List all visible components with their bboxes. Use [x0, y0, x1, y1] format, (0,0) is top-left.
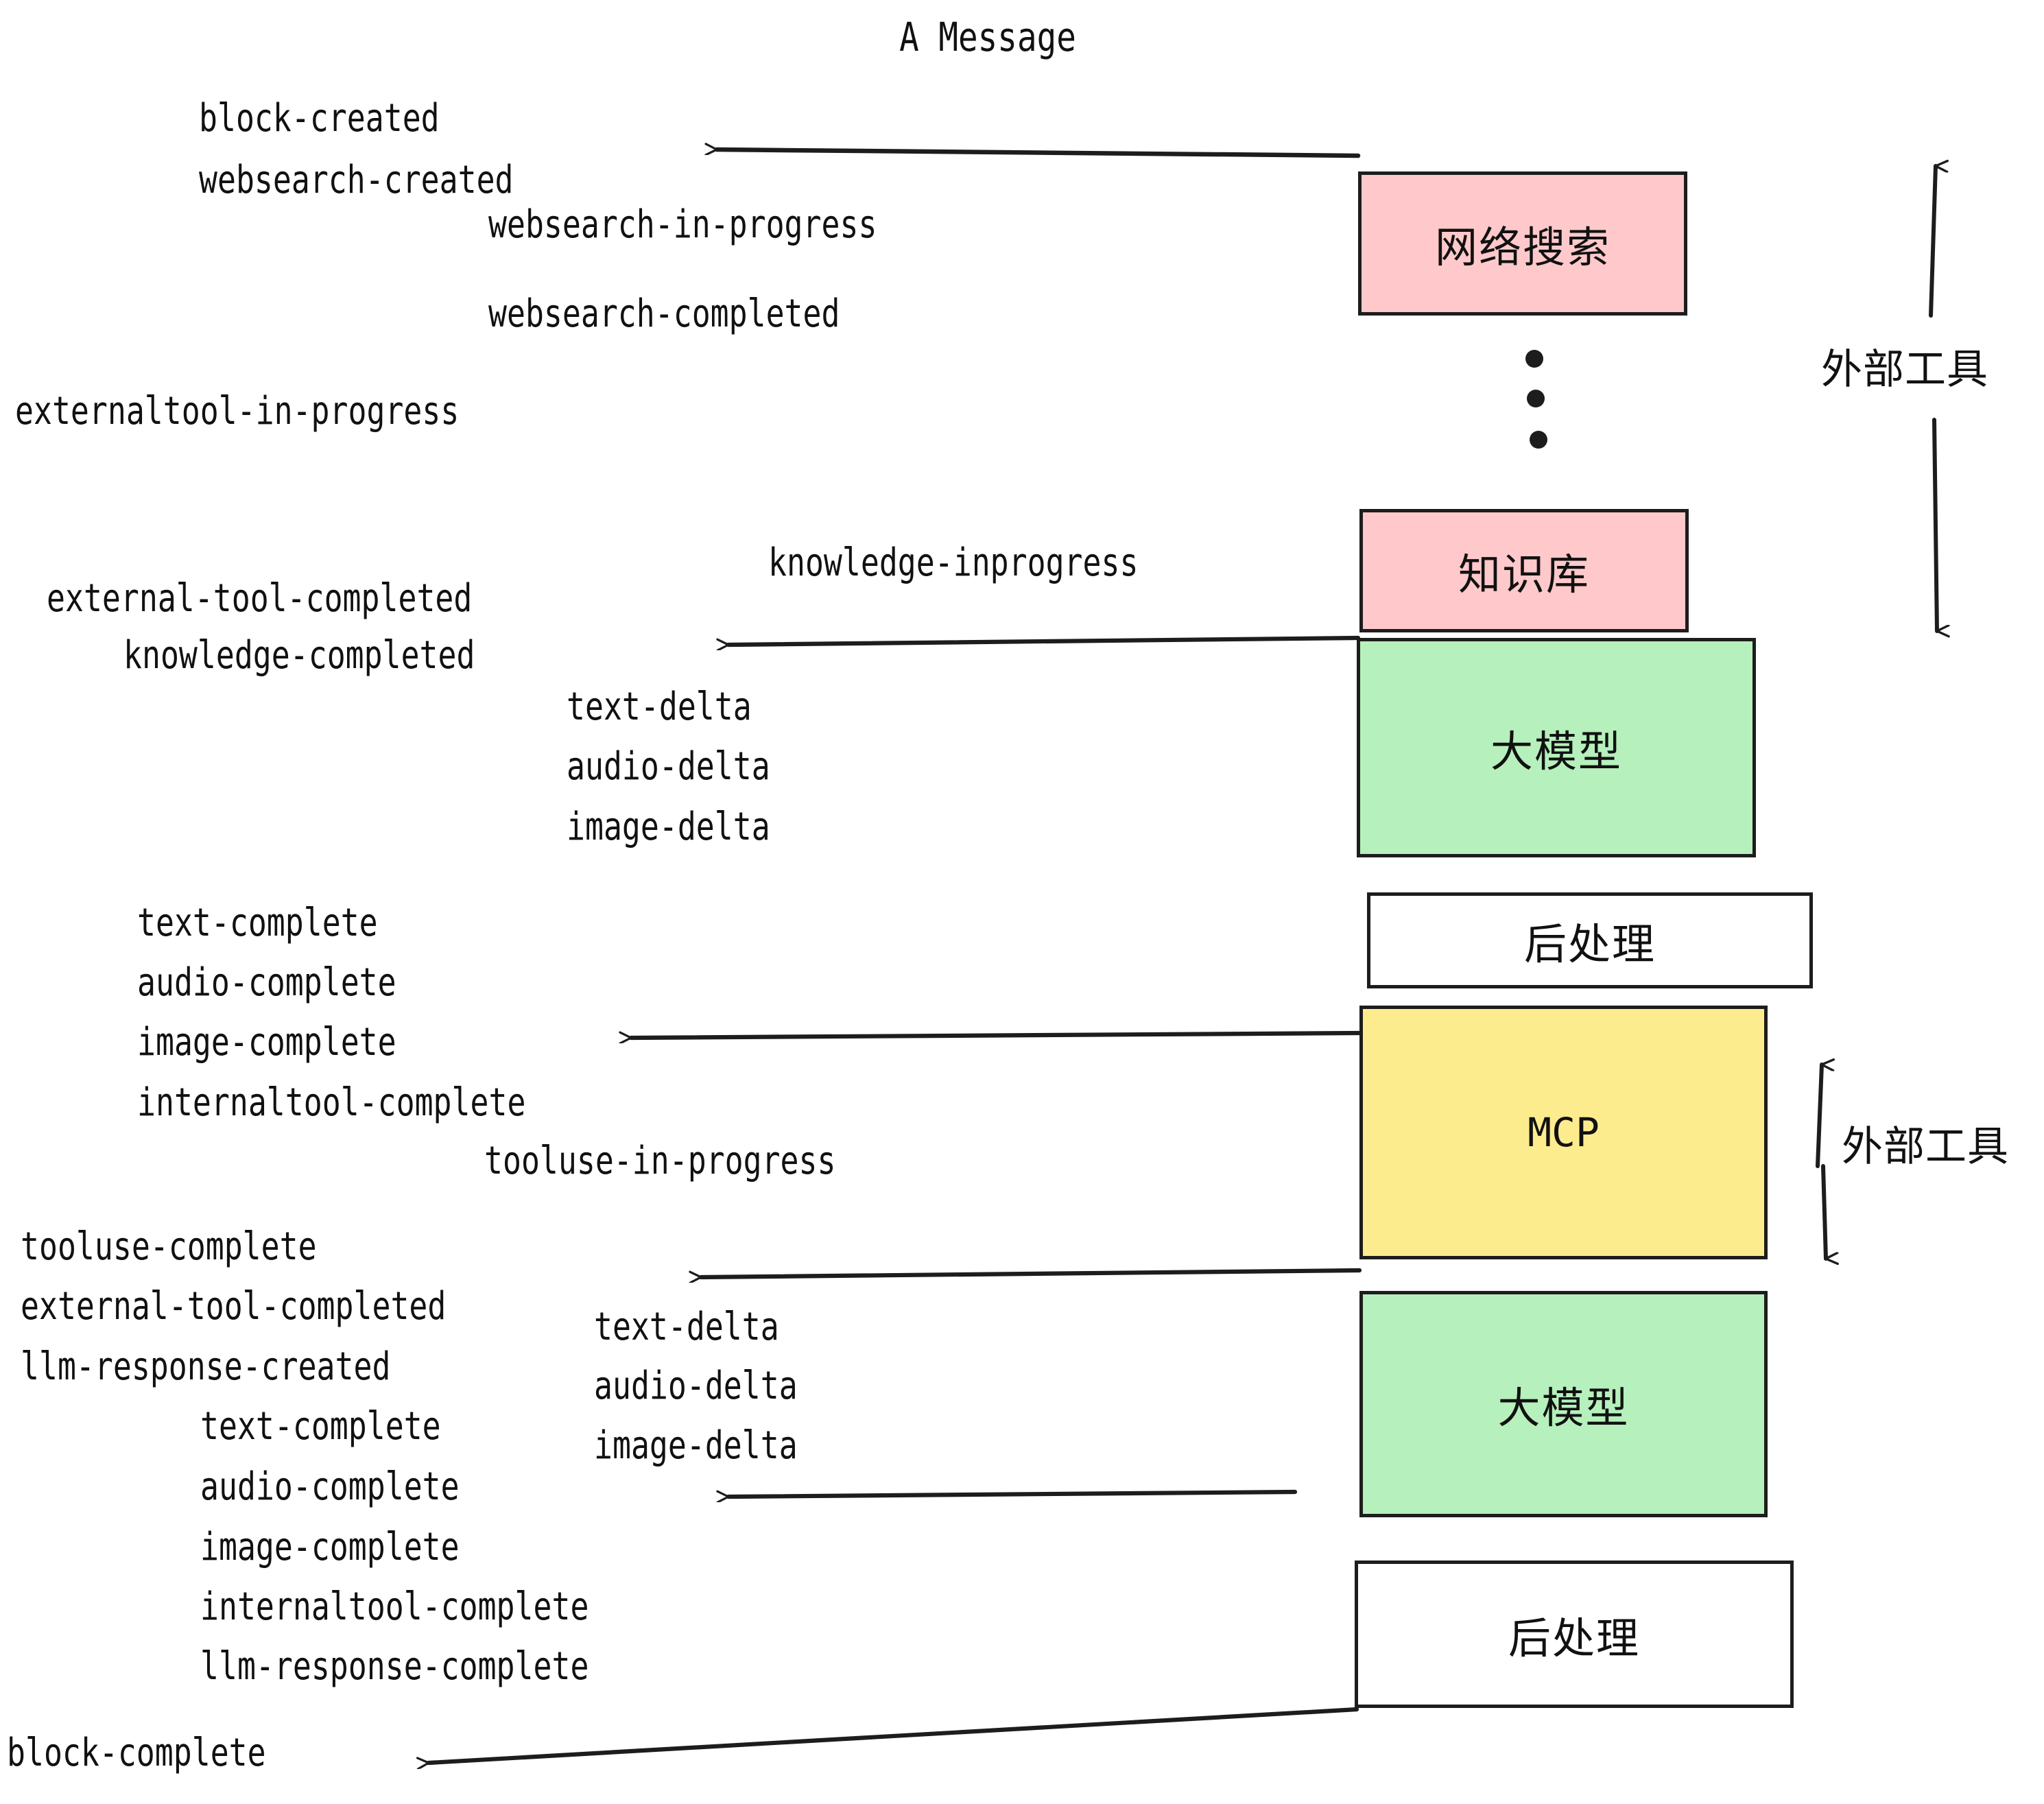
event-text-delta-1: text-delta: [567, 685, 752, 729]
node-label: 后处理: [1523, 919, 1656, 969]
event-image-delta-1: image-delta: [567, 805, 770, 849]
event-audio-delta-2: audio-delta: [594, 1364, 798, 1408]
event-externaltool-in-progress: externaltool-in-progress: [15, 389, 460, 434]
node-llm-1[interactable]: 大模型: [1357, 638, 1756, 857]
event-audio-complete-1: audio-complete: [137, 960, 396, 1005]
event-tooluse-in-progress: tooluse-in-progress: [484, 1139, 836, 1183]
node-mcp[interactable]: MCP: [1359, 1006, 1768, 1259]
arrow-postprocess2-to-block-complete: [429, 1707, 1359, 1763]
event-knowledge-inprogress: knowledge-inprogress: [768, 541, 1139, 585]
node-label: 知识库: [1458, 549, 1590, 600]
event-audio-complete-2: audio-complete: [200, 1464, 460, 1509]
event-external-tool-completed-2: external-tool-completed: [21, 1284, 447, 1329]
event-block-created: block-created: [199, 96, 440, 141]
event-knowledge-completed: knowledge-completed: [123, 633, 475, 678]
event-image-delta-2: image-delta: [594, 1423, 798, 1468]
event-block-complete: block-complete: [7, 1731, 266, 1775]
ellipsis-dot: [1530, 431, 1547, 449]
ellipsis-dot: [1525, 350, 1543, 368]
arrow-external-tool-down-top: [1932, 418, 1937, 631]
side-label-external-tool-bottom: 外部工具: [1842, 1123, 2009, 1171]
event-websearch-created: websearch-created: [199, 158, 514, 202]
node-label: 大模型: [1497, 1383, 1630, 1433]
node-knowledge[interactable]: 知识库: [1359, 509, 1689, 632]
node-label: 大模型: [1490, 726, 1622, 776]
event-image-complete-2: image-complete: [200, 1525, 460, 1569]
page-title: A Message: [899, 14, 1076, 60]
node-postprocess-1[interactable]: 后处理: [1367, 892, 1813, 988]
event-websearch-completed: websearch-completed: [488, 292, 840, 336]
event-audio-delta-1: audio-delta: [567, 744, 770, 789]
event-text-delta-2: text-delta: [594, 1305, 779, 1349]
event-text-complete-2: text-complete: [200, 1404, 441, 1449]
arrow-postprocess1-to-events: [631, 1030, 1362, 1038]
arrow-mcp-to-events: [701, 1268, 1362, 1277]
event-llm-response-created: llm-response-created: [21, 1344, 391, 1389]
arrow-websearch-to-events: [717, 150, 1361, 158]
arrow-external-tool-up-top: [1929, 166, 1936, 318]
node-llm-2[interactable]: 大模型: [1359, 1291, 1768, 1517]
arrow-knowledge-to-events: [728, 635, 1361, 645]
event-websearch-in-progress: websearch-in-progress: [488, 202, 877, 247]
node-label: MCP: [1528, 1109, 1600, 1156]
event-internaltool-complete-1: internaltool-complete: [137, 1080, 526, 1125]
arrow-external-tool-down-bottom: [1821, 1164, 1826, 1259]
event-text-complete-1: text-complete: [137, 901, 378, 945]
event-image-complete-1: image-complete: [137, 1020, 396, 1065]
event-internaltool-complete-2: internaltool-complete: [200, 1585, 589, 1629]
node-postprocess-2[interactable]: 后处理: [1355, 1560, 1794, 1708]
ellipsis-dot: [1527, 390, 1545, 407]
event-external-tool-completed-1: external-tool-completed: [47, 576, 473, 621]
vertical-ellipsis: [1521, 350, 1549, 460]
arrow-external-tool-up-bottom: [1816, 1065, 1822, 1168]
node-websearch[interactable]: 网络搜索: [1358, 171, 1687, 316]
event-llm-response-complete: llm-response-complete: [200, 1644, 589, 1689]
event-tooluse-complete: tooluse-complete: [21, 1224, 317, 1269]
arrow-llm2-to-events: [728, 1489, 1298, 1497]
node-label: 网络搜索: [1434, 222, 1611, 272]
side-label-external-tool-top: 外部工具: [1821, 346, 1988, 394]
node-label: 后处理: [1508, 1613, 1640, 1663]
